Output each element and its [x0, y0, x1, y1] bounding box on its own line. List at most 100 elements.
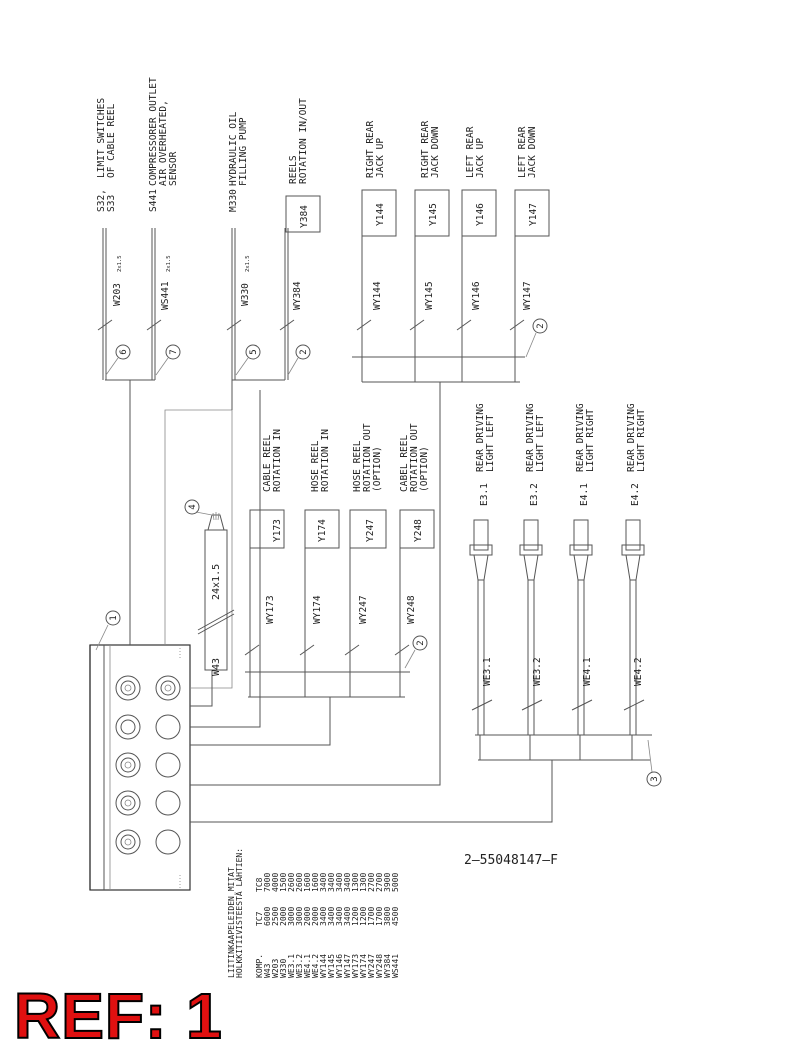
top-left-wires — [97, 189, 550, 380]
desc-s441-3: SENSOR — [168, 151, 179, 186]
table-cell: WE4.1 — [303, 954, 312, 978]
label-y174: Y174 — [317, 519, 328, 542]
wire-we42: WE4.2 — [633, 657, 644, 686]
desc-y247-1: HOSE REEL — [352, 440, 363, 492]
label-s33: S33 — [106, 195, 117, 212]
wire-w203: W203 — [112, 283, 123, 306]
valve-box — [399, 509, 435, 549]
table-header: TC7 — [255, 911, 264, 926]
table-cell: WY146 — [335, 954, 344, 978]
table-body: W4360007000W20325004000W33020001500WE3.1… — [263, 873, 400, 978]
desc-y146-2: JACK UP — [475, 138, 486, 178]
table-cell: 1300 — [351, 873, 360, 892]
table-cell: 2600 — [287, 873, 296, 892]
wire-we32: WE3.2 — [532, 657, 543, 686]
table-cell: WY145 — [327, 954, 336, 978]
table-cell: 2700 — [375, 873, 384, 892]
callout-1: 1 — [95, 610, 121, 651]
table-cell: 1600 — [303, 873, 312, 892]
table-row: WY248 1700 2700 — [375, 873, 384, 978]
valve-box — [414, 189, 450, 237]
callouts: 1 2 2 2 3 4 5 — [95, 318, 662, 787]
svg-text:3: 3 — [650, 776, 660, 781]
wire-wy174: WY174 — [312, 595, 323, 624]
table-cell: 3400 — [319, 873, 328, 892]
wire-wy144: WY144 — [372, 281, 383, 310]
desc-y144-2: JACK UP — [375, 138, 386, 178]
table-cell: WY247 — [367, 954, 376, 978]
callout-2: 2 — [287, 344, 311, 376]
table-cell: WE4.2 — [311, 954, 320, 978]
label-e32: E3.2 — [529, 483, 540, 506]
table-cell: 1500 — [279, 873, 288, 892]
spec-w43: 24x1.5 — [211, 564, 222, 600]
valve-box — [304, 509, 340, 549]
desc-s441-2: AIR OVERHEATED, — [158, 100, 169, 186]
table-cell: 2000 — [311, 907, 320, 926]
cable-gland — [115, 752, 141, 778]
middle-valves — [244, 509, 435, 672]
valve-box — [349, 509, 387, 549]
svg-text:5: 5 — [249, 349, 259, 354]
table-cell: W203 — [271, 959, 280, 978]
table-title-1: LIITINKAAPELEIDEN MITAT — [227, 867, 236, 978]
light-connectors — [469, 519, 645, 735]
svg-text:7: 7 — [169, 349, 179, 354]
desc-s441-1: COMPRESSORER OUTLET — [148, 77, 159, 186]
desc-e32-2: LIGHT LEFT — [535, 415, 546, 472]
table-cell: 1700 — [367, 907, 376, 926]
desc-e31-2: LIGHT LEFT — [485, 415, 496, 472]
wire-wy146: WY146 — [471, 281, 482, 310]
wire-w330: W330 — [240, 283, 251, 306]
desc-y247-2: ROTATION OUT — [362, 423, 373, 492]
table-cell: WY144 — [319, 954, 328, 978]
desc-s32: LIMIT SWITCHES — [96, 98, 107, 178]
table-cell: W43 — [263, 963, 272, 978]
callout-2: 2 — [404, 635, 428, 669]
table-cell: 2500 — [271, 907, 280, 926]
desc-y147-1: LEFT REAR — [517, 126, 528, 178]
svg-text:1: 1 — [109, 615, 119, 620]
table-cell: 6000 — [263, 907, 272, 926]
table-cell: WE3.1 — [287, 954, 296, 978]
desc-y247-3: (OPTION) — [372, 446, 383, 492]
table-cell: 3400 — [335, 873, 344, 892]
ref-badge: REF: 1 — [13, 980, 223, 1052]
wire-we41: WE4.1 — [582, 657, 593, 686]
desc-y174-1: HOSE REEL — [310, 440, 321, 492]
desc-y248-3: (OPTION) — [419, 446, 430, 492]
desc-y144-1: RIGHT REAR — [365, 121, 376, 178]
table-cell: 3400 — [343, 873, 352, 892]
desc-m330-2: FILLING PUMP — [238, 117, 249, 186]
table-cell: 3400 — [335, 907, 344, 926]
wire-routing — [105, 355, 652, 823]
label-y147: Y147 — [528, 203, 539, 226]
label-y144: Y144 — [375, 203, 386, 226]
table-cell: 3400 — [327, 873, 336, 892]
label-y146: Y146 — [475, 203, 486, 226]
table-cell: 3800 — [383, 907, 392, 926]
desc-e42-1: REAR DRIVING — [626, 403, 637, 472]
cable-gland — [155, 790, 181, 816]
table-row: WY146 3400 3400 — [335, 873, 344, 978]
connector-plug — [569, 519, 593, 735]
table-cell: 4000 — [271, 873, 280, 892]
valve-box — [361, 189, 397, 237]
desc-y145-1: RIGHT REAR — [420, 121, 431, 178]
table-cell: WY248 — [375, 954, 384, 978]
table-cell: 1700 — [375, 907, 384, 926]
cable-gland — [115, 790, 141, 816]
